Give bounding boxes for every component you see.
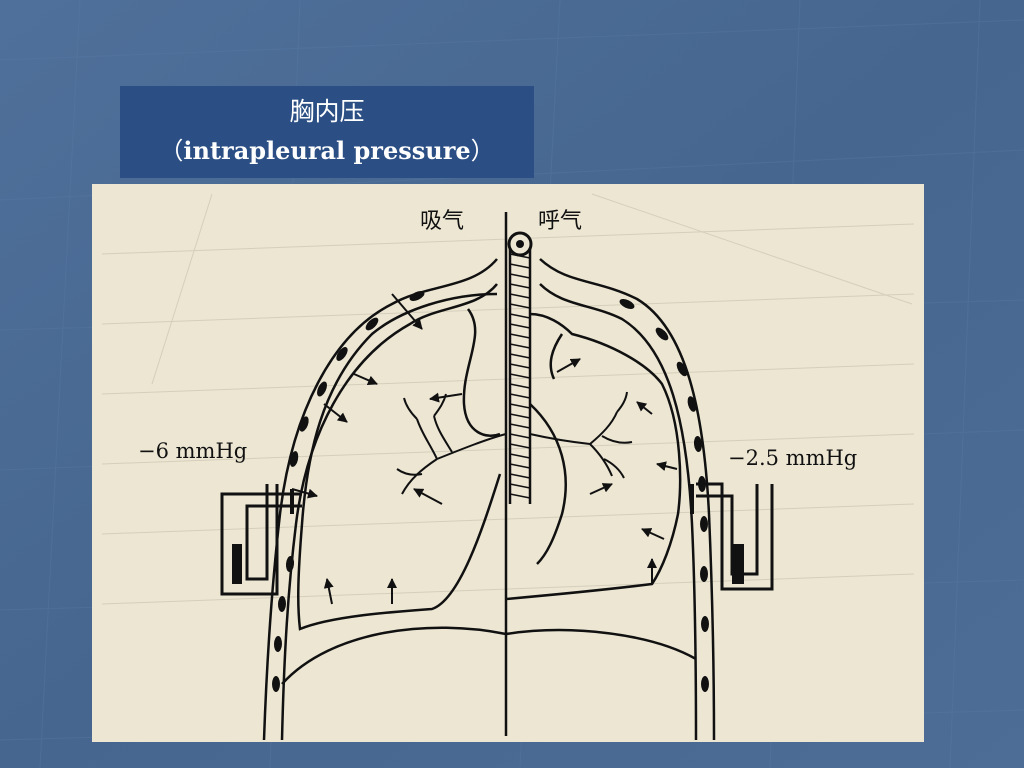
diaphragm (281, 626, 697, 685)
left-wall-dots (272, 291, 425, 692)
paper-texture (101, 193, 915, 605)
right-wall-dots (619, 299, 709, 692)
left-lung (297, 292, 502, 631)
right-chest-wall (539, 258, 716, 741)
title-close-paren: ） (470, 137, 495, 165)
right-manometer (690, 482, 774, 591)
left-chest-wall (262, 258, 498, 741)
left-manometer (220, 484, 302, 596)
right-lung-arrows (556, 358, 678, 584)
lung-pressure-figure: 吸气 呼气 −6 mmHg −2.5 mmHg (92, 184, 924, 742)
slide-title-english: （intrapleural pressure） (120, 135, 534, 167)
inspiration-label: 吸气 (420, 209, 465, 234)
expiration-label: 呼气 (538, 209, 583, 234)
title-english-text: intrapleural pressure (183, 136, 471, 165)
lung-diagram (101, 193, 915, 741)
right-lung (505, 312, 682, 601)
left-bronchial-tree (396, 393, 507, 495)
title-open-paren: （ (159, 137, 184, 165)
right-bronchial-tree (529, 391, 633, 479)
slide-title-box: 胸内压 （intrapleural pressure） (120, 86, 534, 178)
left-lung-arrows (291, 293, 463, 605)
slide-title-chinese: 胸内压 (289, 97, 365, 126)
left-pressure-label: −6 mmHg (138, 439, 248, 463)
trachea (507, 231, 533, 504)
right-pressure-label: −2.5 mmHg (728, 446, 858, 470)
